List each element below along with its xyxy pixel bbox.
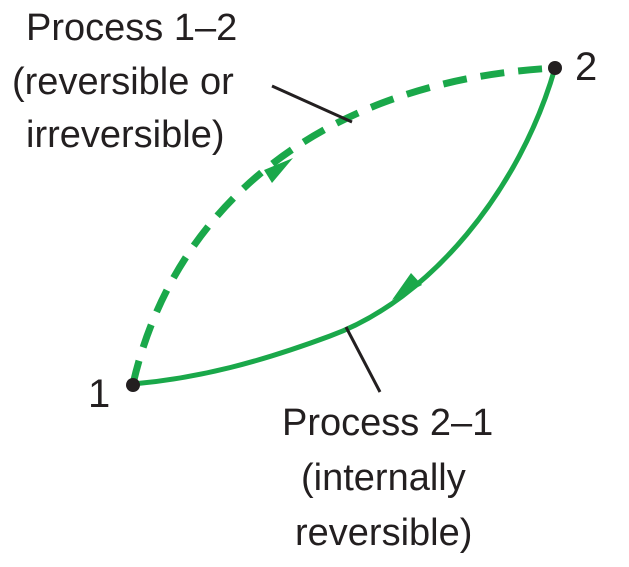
process-2-1-path bbox=[132, 67, 558, 387]
state-2-dot bbox=[548, 61, 562, 75]
state-1-label: 1 bbox=[88, 372, 110, 416]
process-2-1-arrow-icon bbox=[392, 273, 422, 300]
process-1-2-path bbox=[129, 64, 556, 385]
process-2-1-leader-line bbox=[344, 326, 382, 393]
process-2-1-label-line2: (internally bbox=[301, 457, 466, 499]
process-1-2-leader-line bbox=[271, 84, 353, 124]
process-1-2-label-line1: Process 1–2 bbox=[26, 7, 237, 49]
process-1-2-arrow-icon bbox=[264, 158, 293, 183]
state-1-dot bbox=[126, 378, 140, 392]
process-2-1-label-line1: Process 2–1 bbox=[282, 402, 493, 444]
process-1-2-label-line3: irreversible) bbox=[26, 114, 224, 156]
process-1-2-label-line2: (reversible or bbox=[12, 61, 234, 103]
state-2-label: 2 bbox=[575, 45, 597, 89]
process-2-1-label-line3: reversible) bbox=[295, 512, 472, 554]
